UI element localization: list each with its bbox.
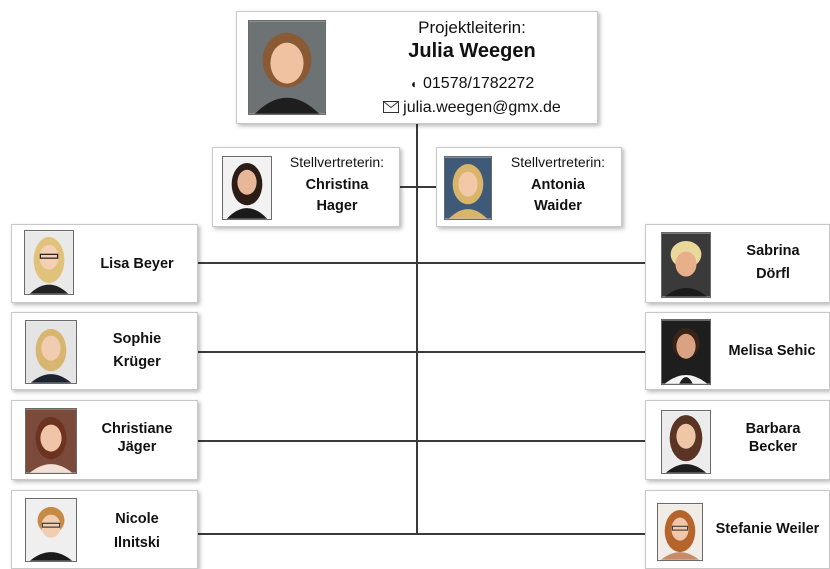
member-card-sophie-krueger: Sophie Krüger	[11, 312, 198, 390]
avatar	[661, 410, 711, 474]
deputy-card-antonia: Stellvertreterin: Antonia Waider	[436, 147, 622, 227]
member-name-line2: Dörfl	[756, 266, 790, 282]
member-name-line1: Melisa Sehic	[728, 343, 816, 359]
deputy-connector-line	[400, 186, 436, 188]
avatar	[661, 319, 711, 385]
member-name: Stefanie Weiler	[704, 518, 830, 541]
vertical-trunk-line	[416, 123, 418, 535]
phone-icon: ◖	[409, 77, 417, 91]
avatar	[25, 498, 77, 562]
leader-email: julia.weegen@gmx.de	[403, 99, 561, 116]
member-card-stefanie-weiler: Stefanie Weiler	[645, 490, 830, 569]
member-name-line1: Sabrina	[746, 243, 800, 259]
member-name: Melisa Sehic	[714, 340, 830, 363]
member-name-line1: Christiane	[101, 421, 173, 437]
deputy-text: Stellvertreterin: Christina Hager	[275, 154, 399, 217]
member-name-line2: Krüger	[113, 354, 161, 370]
avatar	[657, 503, 703, 561]
avatar	[25, 320, 77, 384]
connector-lisa-sabrina	[197, 262, 660, 264]
member-card-sabrina-doerfl: Sabrina Dörfl	[645, 224, 830, 303]
member-card-lisa-beyer: Lisa Beyer	[11, 224, 198, 303]
avatar	[24, 230, 74, 295]
deputy-text: Stellvertreterin: Antonia Waider	[495, 154, 621, 217]
connector-nicole-stefanie	[197, 533, 660, 535]
deputy-name-line2: Waider	[534, 198, 582, 214]
member-card-nicole-ilnitski: Nicole Ilnitski	[11, 490, 198, 569]
leader-phone: 01578/1782272	[423, 75, 535, 92]
member-card-christiane-jaeger: Christiane Jäger	[11, 400, 198, 480]
deputy-name-line1: Christina	[305, 177, 369, 193]
member-name: Sophie Krüger	[80, 328, 194, 374]
avatar	[222, 156, 272, 220]
member-name-line1: Barbara	[745, 421, 801, 437]
member-name-line2: Ilnitski	[114, 535, 160, 551]
leader-role: Projektleiterin:	[418, 18, 526, 37]
leader-name: Julia Weegen	[408, 40, 536, 62]
leader-phone-row: ◖ 01578/1782272	[347, 75, 597, 93]
connector-christiane-barbara	[197, 440, 660, 442]
envelope-icon	[383, 100, 400, 118]
member-card-melisa-sehic: Melisa Sehic	[645, 312, 830, 390]
member-name-line2: Becker	[748, 439, 798, 455]
deputy-name-line1: Antonia	[531, 177, 585, 193]
leader-card: Projektleiterin: Julia Weegen ◖ 01578/178…	[236, 11, 598, 124]
avatar	[661, 232, 711, 298]
connector-sophie-melisa	[197, 351, 660, 353]
member-name-line1: Stefanie Weiler	[715, 521, 820, 537]
deputy-name-line2: Hager	[316, 198, 358, 214]
member-name-line1: Nicole	[115, 511, 159, 527]
member-name: Christiane Jäger	[80, 418, 194, 459]
member-name: Nicole Ilnitski	[80, 508, 194, 555]
avatar	[25, 408, 77, 474]
member-name-line1: Sophie	[112, 331, 162, 347]
member-name-line1: Lisa Beyer	[100, 256, 174, 272]
deputy-role: Stellvertreterin:	[510, 154, 606, 170]
avatar	[248, 20, 326, 115]
member-name: Barbara Becker	[718, 418, 828, 459]
leader-email-row: julia.weegen@gmx.de	[347, 99, 597, 118]
member-card-barbara-becker: Barbara Becker	[645, 400, 830, 480]
avatar	[444, 156, 492, 220]
deputy-role: Stellvertreterin:	[289, 154, 385, 170]
deputy-card-christina: Stellvertreterin: Christina Hager	[212, 147, 400, 227]
member-name: Lisa Beyer	[80, 253, 194, 276]
member-name: Sabrina Dörfl	[718, 240, 828, 286]
member-name-line2: Jäger	[117, 439, 157, 455]
